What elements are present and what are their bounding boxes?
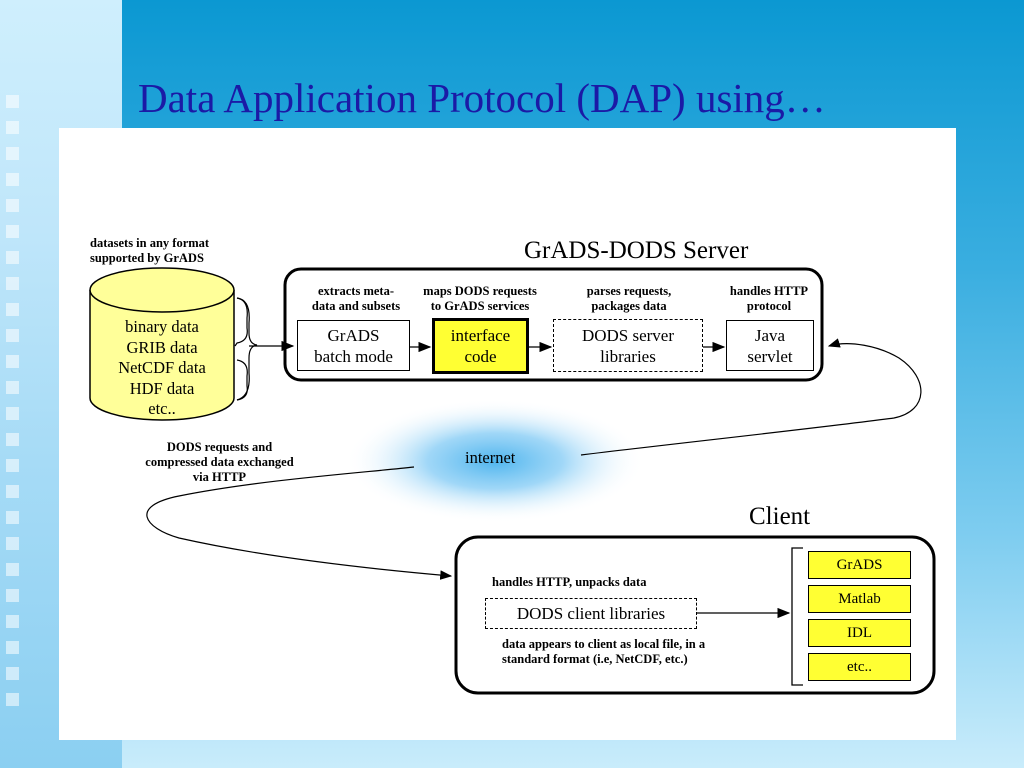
dataset-item: etc.. xyxy=(148,399,176,418)
server-title: GrADS-DODS Server xyxy=(524,237,749,264)
client-title: Client xyxy=(749,503,811,530)
dataset-item: binary data xyxy=(125,317,199,336)
internet-label: internet xyxy=(465,448,516,467)
step-caption-grads: extracts meta-data and subsets xyxy=(311,284,401,313)
dataset-cylinder xyxy=(89,267,235,421)
dataset-item: NetCDF data xyxy=(118,358,206,377)
server-container xyxy=(283,267,824,382)
exchange-caption: DODS requests and compressed data exchan… xyxy=(145,440,294,484)
dataset-item: HDF data xyxy=(129,378,195,398)
datasets-caption: datasets in any format supported by GrAD… xyxy=(90,236,210,265)
dataset-item: GRIB data xyxy=(126,337,198,357)
internet-to-server-line xyxy=(580,338,922,456)
client-container xyxy=(454,535,936,695)
internet-cloud xyxy=(345,399,645,523)
dods-client-libraries-box: DODS client libraries xyxy=(485,598,697,629)
internet-to-client-line xyxy=(146,466,453,580)
step-caption-dods-server: parses requests,packages data xyxy=(586,284,672,313)
client-apps-bracket xyxy=(791,547,803,686)
diagram-panel: datasets in any format supported by GrAD… xyxy=(59,128,956,740)
dataset-brace xyxy=(234,297,248,401)
diagram-lines xyxy=(89,267,936,695)
app-grads-box: GrADS xyxy=(808,551,911,579)
slide-title: Data Application Protocol (DAP) using… xyxy=(138,75,826,121)
dataset-list: binary data GRIB data NetCDF data HDF da… xyxy=(90,317,234,420)
app-idl-box: IDL xyxy=(808,619,911,647)
app-matlab-box: Matlab xyxy=(808,585,911,613)
decorative-squares xyxy=(6,95,26,719)
client-top-caption: handles HTTP, unpacks data xyxy=(492,575,647,589)
app-etc-box: etc.. xyxy=(808,653,911,681)
client-bottom-caption: data appears to client as local file, in… xyxy=(502,637,706,666)
